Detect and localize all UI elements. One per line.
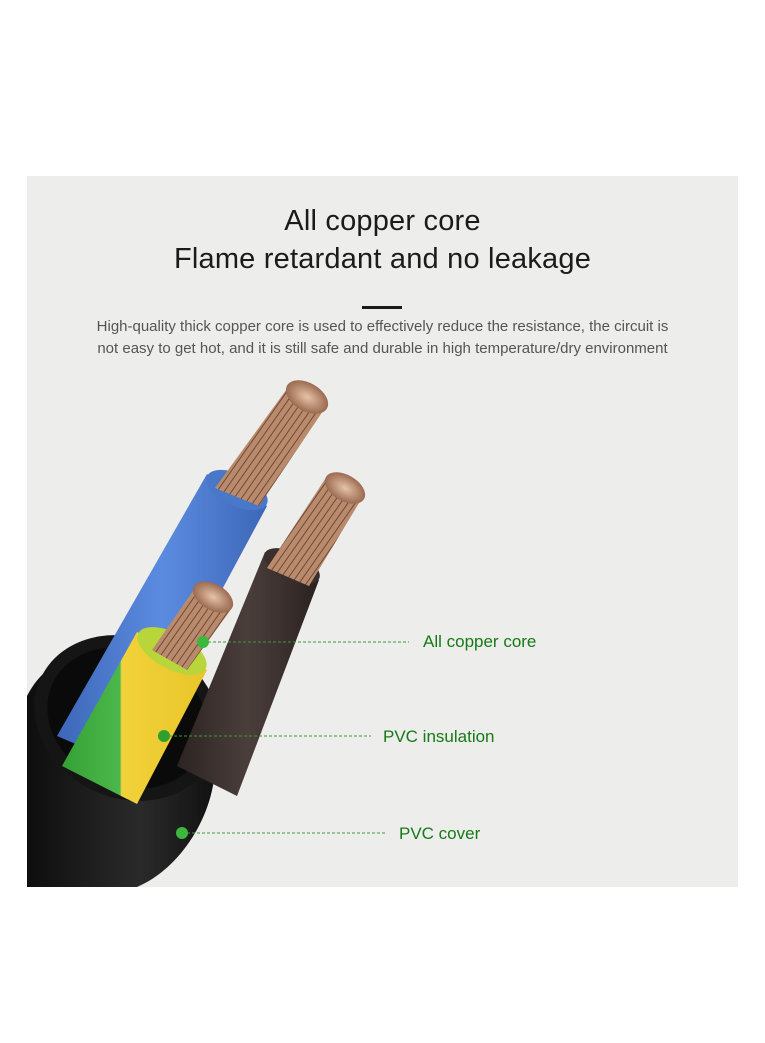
callout-label-copper-core: All copper core [423,632,537,651]
callout-pvc-insulation-marker [158,730,371,742]
callout-label-pvc-insulation: PVC insulation [383,727,495,746]
callout-label-pvc-cover: PVC cover [399,824,481,843]
brown-wire [177,472,366,796]
callout-pvc-cover-marker [176,827,387,839]
heading-divider [362,306,402,309]
earth-wire [62,581,234,804]
description-line-2: not easy to get hot, and it is still saf… [97,340,668,357]
product-panel: All copper core Flame retardant and no l… [27,176,738,887]
headline-line-2: Flame retardant and no leakage [173,243,592,275]
callout-copper-core-marker [197,636,409,648]
description-line-1: High-quality thick copper core is used t… [96,318,669,335]
headline-line-1: All copper core [284,205,481,237]
cable-illustration [27,380,409,887]
